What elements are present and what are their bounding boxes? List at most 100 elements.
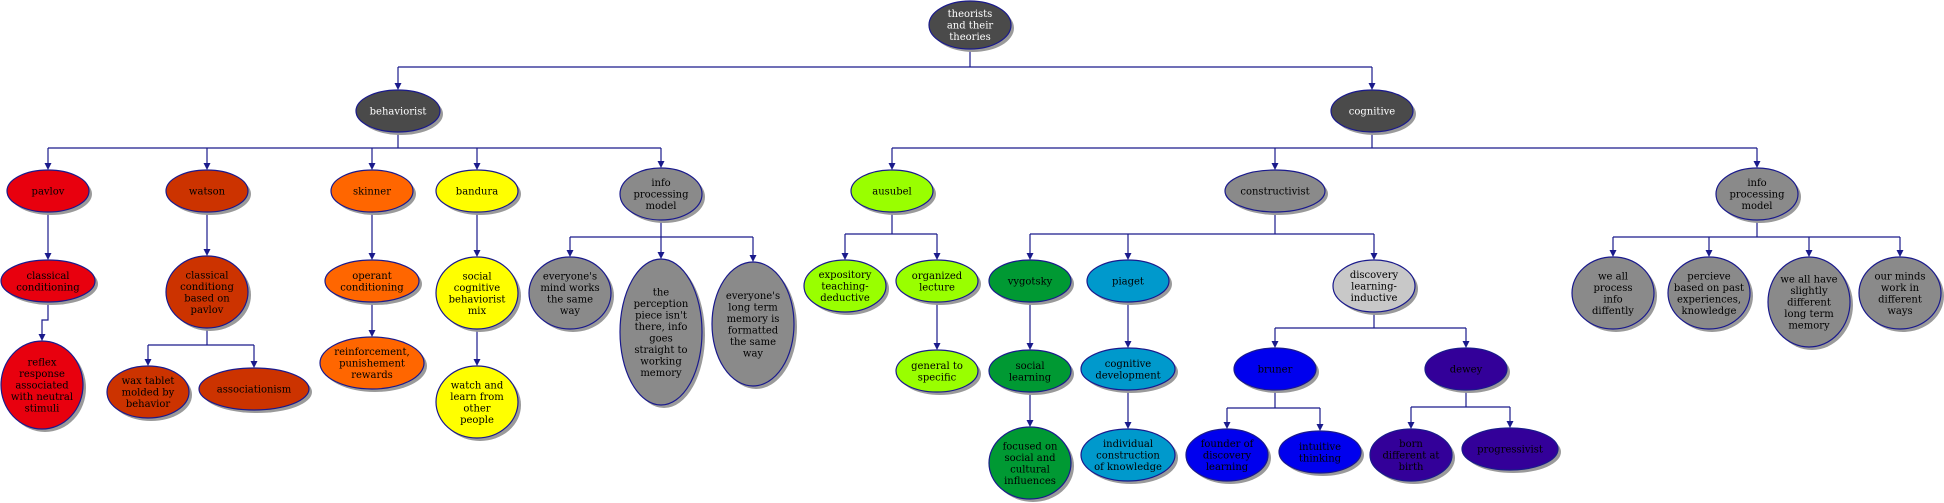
- arrowhead: [841, 253, 849, 260]
- node-ellipse: [1332, 259, 1416, 313]
- node-constructivist[interactable]: constructivist: [1224, 169, 1328, 215]
- node-label-line: everyone's: [726, 291, 780, 302]
- node-ellipse: [1767, 256, 1851, 348]
- node-ellipse: [619, 258, 703, 406]
- node-watson[interactable]: watson: [165, 169, 251, 215]
- node-piaget[interactable]: piaget: [1086, 259, 1172, 305]
- edge-group-classical2: [144, 328, 258, 368]
- node-ellipse: [1233, 347, 1317, 391]
- node-ellipse: [1571, 256, 1655, 330]
- node-label-line: punishement: [339, 359, 405, 370]
- arrowhead: [1026, 253, 1034, 260]
- edge-group-organized: [933, 302, 941, 350]
- node-label-line: formatted: [728, 325, 779, 336]
- node-ellipse: [1369, 428, 1453, 482]
- node-label-line: info: [651, 178, 670, 189]
- arrowhead: [1753, 161, 1761, 168]
- node-label-line: pavlov: [32, 187, 65, 198]
- node-label-line: knowledge: [1682, 306, 1737, 317]
- node-label-line: memory: [1788, 321, 1830, 332]
- node-label: dewey: [1450, 365, 1483, 376]
- node-ellipse: [1278, 430, 1362, 474]
- node-vygotsky[interactable]: vygotsky: [988, 259, 1074, 305]
- node-behaviorist[interactable]: behaviorist: [355, 89, 443, 135]
- node-ausubel[interactable]: ausubel: [850, 169, 936, 215]
- node-ellipse: [330, 169, 414, 213]
- node-label-line: the: [653, 287, 669, 298]
- arrowhead: [38, 334, 46, 341]
- node-ellipse: [1080, 428, 1176, 482]
- node-label-line: rewards: [351, 370, 393, 381]
- node-label-line: ways: [1887, 306, 1912, 317]
- node-ellipse: [435, 169, 519, 213]
- node-label-line: watson: [189, 187, 226, 198]
- node-pavlov[interactable]: pavlov: [6, 169, 92, 215]
- node-label-line: theorists: [948, 9, 993, 20]
- edge-group-vygotsky: [1026, 302, 1034, 350]
- node-bruner[interactable]: bruner: [1233, 347, 1319, 393]
- node-label-line: classical: [186, 270, 229, 281]
- node-assoc[interactable]: associationism: [198, 367, 312, 413]
- node-label: watson: [189, 187, 226, 198]
- node-label-line: other: [463, 403, 490, 414]
- node-label-line: bruner: [1258, 365, 1293, 376]
- node-ellipse: [528, 256, 612, 330]
- arrowhead: [657, 252, 665, 259]
- edge-group-classical1: [38, 302, 49, 341]
- arrowhead: [203, 163, 211, 170]
- node-ellipse: [435, 365, 519, 439]
- arrowhead: [1271, 341, 1279, 348]
- node-bandura[interactable]: bandura: [435, 169, 521, 215]
- node-skinner[interactable]: skinner: [330, 169, 416, 215]
- node-label-line: and their: [947, 21, 994, 32]
- node-label-line: way: [743, 348, 764, 359]
- node-label-line: birth: [1399, 462, 1424, 473]
- node-cognitive[interactable]: cognitive: [1330, 89, 1416, 135]
- node-label-line: teaching-: [821, 282, 868, 293]
- node-ellipse: [1080, 347, 1176, 391]
- node-label: skinner: [353, 187, 391, 198]
- node-ellipse: [1461, 427, 1559, 471]
- node-label-line: deductive: [820, 293, 870, 304]
- node-progressivist[interactable]: progressivist: [1461, 427, 1561, 473]
- arrowhead: [368, 330, 376, 337]
- node-dewey[interactable]: dewey: [1424, 347, 1510, 393]
- arrowhead: [933, 343, 941, 350]
